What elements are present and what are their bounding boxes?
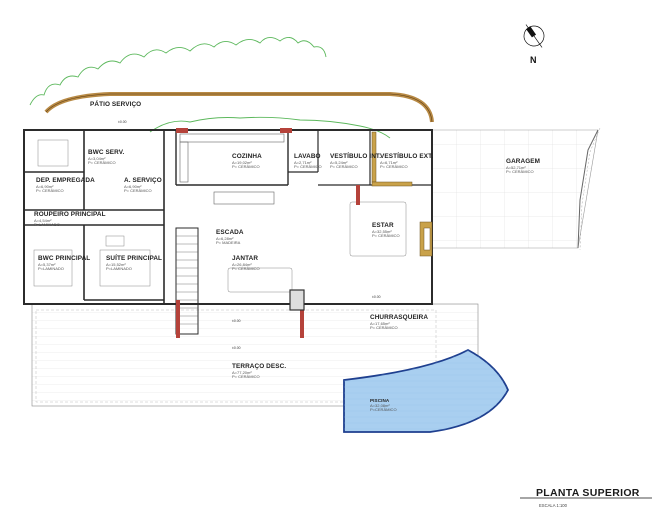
room-floor: P=CERÂMICO [370, 407, 397, 412]
room-label-garagem: GARAGEM A=52,71m² P= CERÂMICO [506, 158, 541, 174]
room-name: SUÍTE PRINCIPAL [106, 255, 163, 262]
room-label-jantar: JANTAR A=26,84m² P= CERÂMICO [232, 255, 260, 271]
room-area: A=32,55m² [372, 228, 392, 234]
room-label-bwc-principal: BWC PRINCIPAL A=5,37m² P=LAMINADO [38, 255, 91, 271]
room-floor: P= MADEIRA [216, 239, 241, 245]
room-floor: P=LAMINADO [106, 265, 132, 271]
room-area: A=32,08m² [370, 402, 390, 408]
room-name: CHURRASQUEIRA [370, 314, 429, 321]
room-name: PISCINA [370, 398, 390, 403]
room-floor: P= CERÂMICO [294, 163, 322, 169]
room-label-terraco: TERRAÇO DESC. A=77,20m² P= CERÂMICO [232, 363, 287, 379]
room-area: A=6,90m² [36, 183, 54, 189]
room-area: A=77,20m² [232, 369, 252, 375]
room-label-patio: PÁTIO SERVIÇO [90, 101, 142, 109]
room-label-suite: SUÍTE PRINCIPAL A=15,52m² P=LAMINADO [106, 255, 163, 271]
room-area: A=15,52m² [106, 261, 126, 267]
room-floor: P=LAMINADO [34, 221, 60, 227]
room-floor: P= CERÂMICO [36, 187, 64, 193]
brick-accents [176, 128, 360, 338]
stair-treads [176, 235, 198, 325]
room-area: A=6,90m² [124, 183, 142, 189]
room-label-vestibulo-int: VESTÍBULO INT. A=5,24m² P= CERÂMICO [330, 153, 382, 169]
pool [343, 348, 509, 433]
room-name: GARAGEM [506, 158, 541, 165]
room-area: A=6,28m² [216, 235, 234, 241]
room-area: A=26,84m² [232, 261, 252, 267]
drawing-scale: ESCALA 1:100 [539, 503, 567, 508]
level-marker: ±0.00 [372, 295, 381, 299]
walls [23, 129, 433, 335]
level-marker: ±0.00 [118, 120, 127, 124]
room-label-escada: ESCADA A=6,28m² P= MADEIRA [216, 229, 244, 245]
room-label-churrasqueira: CHURRASQUEIRA A=17,65m² P= CERÂMICO [370, 314, 429, 330]
room-floor: P= CERÂMICO [232, 373, 260, 379]
room-name: ESCADA [216, 229, 244, 236]
level-marker: ±0.00 [232, 346, 241, 350]
room-label-dep-empregada: DEP. EMPREGADA A=6,90m² P= CERÂMICO [36, 177, 95, 193]
north-arrow [523, 24, 545, 48]
room-name: VESTÍBULO INT. [330, 153, 382, 160]
room-label-bwc-serv: BWC SERV. A=3,04m² P= CERÂMICO [88, 149, 125, 165]
room-name: A. SERVIÇO [124, 177, 162, 184]
room-floor: P= CERÂMICO [380, 163, 408, 169]
room-area: A=52,71m² [506, 164, 526, 170]
room-label-a-servico: A. SERVIÇO A=6,90m² P= CERÂMICO [124, 177, 162, 193]
vegetation [29, 37, 391, 139]
room-name: ESTAR [372, 222, 394, 229]
level-marker: ±0.00 [232, 319, 241, 323]
room-label-estar: ESTAR A=32,55m² P= CERÂMICO [372, 222, 400, 238]
room-name: PÁTIO SERVIÇO [90, 101, 142, 108]
kitchen-counters [179, 133, 285, 205]
room-label-cozinha: COZINHA A=19,02m² P= CERÂMICO [232, 153, 262, 169]
room-name: COZINHA [232, 153, 262, 160]
room-area: A=2,71m² [294, 159, 312, 165]
room-floor: P= CERÂMICO [506, 168, 534, 174]
room-label-vestibulo-ext: VESTÍBULO EXT. A=6,71m² P= CERÂMICO [380, 153, 434, 169]
room-floor: P= CERÂMICO [232, 163, 260, 169]
room-area: A=17,65m² [370, 320, 390, 326]
garage-area [431, 127, 601, 251]
room-name: BWC SERV. [88, 149, 125, 156]
room-name: TERRAÇO DESC. [232, 363, 287, 370]
room-name: ROUPEIRO PRINCIPAL [34, 211, 106, 218]
north-label: N [530, 55, 537, 65]
room-label-roupeiro: ROUPEIRO PRINCIPAL A=4,54m² P=LAMINADO [34, 211, 106, 227]
room-floor: P= CERÂMICO [370, 324, 398, 330]
room-name: VESTÍBULO EXT. [380, 153, 434, 160]
room-name: LAVABO [294, 153, 321, 160]
room-name: JANTAR [232, 255, 259, 262]
room-floor: P= CERÂMICO [124, 187, 152, 193]
room-area: A=6,71m² [380, 159, 398, 165]
room-floor: P= CERÂMICO [372, 232, 400, 238]
room-area: A=5,24m² [330, 159, 348, 165]
room-name: DEP. EMPREGADA [36, 177, 95, 184]
furniture [33, 139, 407, 293]
room-floor: P= CERÂMICO [88, 159, 116, 165]
room-area: A=3,04m² [88, 155, 106, 161]
grill [289, 289, 305, 311]
room-name: BWC PRINCIPAL [38, 255, 91, 262]
room-label-piscina: PISCINA A=32,08m² P=CERÂMICO [370, 398, 397, 412]
room-area: A=4,54m² [34, 217, 52, 223]
room-area: A=5,37m² [38, 261, 56, 267]
room-floor: P=LAMINADO [38, 265, 64, 271]
room-label-lavabo: LAVABO A=2,71m² P= CERÂMICO [294, 153, 322, 169]
room-area: A=19,02m² [232, 159, 252, 165]
room-floor: P= CERÂMICO [232, 265, 260, 271]
room-floor: P= CERÂMICO [330, 163, 358, 169]
drawing-title: PLANTA SUPERIOR [536, 487, 640, 499]
